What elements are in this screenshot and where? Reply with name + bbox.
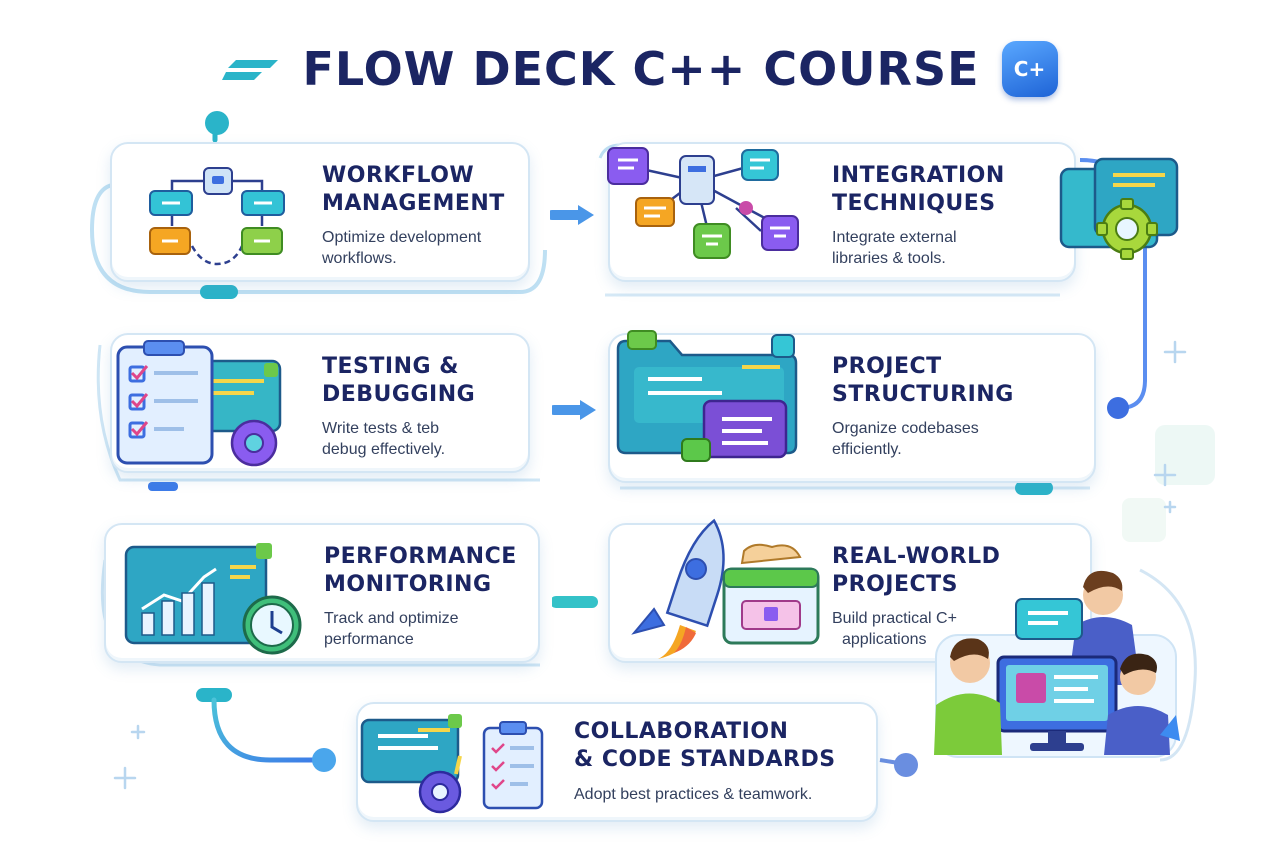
cpp-logo-icon: C+ xyxy=(1001,41,1058,97)
module-desc-workflow-1: Optimize development xyxy=(322,229,482,246)
module-desc-realworld-2: applications xyxy=(842,631,927,648)
module-title-structuring-1: PROJECT xyxy=(832,354,942,379)
flowchart-icon xyxy=(149,167,285,266)
module-title-collaboration-2: & CODE STANDARDS xyxy=(574,747,836,772)
module-card-workflow[interactable]: WORKFLOW MANAGEMENT Optimize development… xyxy=(110,142,530,282)
module-title-workflow-1: WORKFLOW xyxy=(322,163,475,188)
module-title-collaboration-1: COLLABORATION xyxy=(574,719,789,744)
module-desc-structuring-2: efficiently. xyxy=(832,441,902,458)
module-desc-realworld-1: Build practical C+ xyxy=(832,610,957,627)
network-nodes-icon xyxy=(607,147,799,259)
cpp-badge-label: C+ xyxy=(1013,57,1046,81)
module-card-collaboration[interactable]: COLLABORATION & CODE STANDARDS Adopt bes… xyxy=(356,702,878,822)
module-title-integration-2: TECHNIQUES xyxy=(832,191,996,216)
module-desc-integration-2: libraries & tools. xyxy=(832,250,946,267)
module-desc-performance-1: Track and optimize xyxy=(324,610,459,627)
module-title-testing-2: DEBUGGING xyxy=(322,382,476,407)
module-title-testing-1: TESTING & xyxy=(322,354,459,379)
module-desc-structuring-1: Organize codebases xyxy=(832,420,979,437)
course-header: FLOW DECK C++ COURSE C+ xyxy=(0,34,1280,104)
module-title-performance-2: MONITORING xyxy=(324,572,492,597)
module-title-realworld-1: REAL-WORLD xyxy=(832,544,1001,569)
arrow-right-icon xyxy=(552,596,598,608)
module-card-integration[interactable]: INTEGRATION TECHNIQUES Integrate externa… xyxy=(607,142,1076,282)
arrow-right-icon xyxy=(550,205,594,225)
module-title-structuring-2: STRUCTURING xyxy=(832,382,1014,407)
module-desc-integration-1: Integrate external xyxy=(832,229,957,246)
module-title-performance-1: PERFORMANCE xyxy=(324,544,517,569)
module-desc-testing-1: Write tests & teb xyxy=(322,420,440,437)
page-title: FLOW DECK C++ COURSE xyxy=(302,42,980,96)
rocket-icon xyxy=(631,518,820,659)
folder-gear-icon xyxy=(1059,157,1179,260)
module-desc-workflow-2: workflows. xyxy=(322,250,397,267)
checklist-gear-icon xyxy=(116,340,282,467)
module-card-testing[interactable]: TESTING & DEBUGGING Write tests & teb de… xyxy=(110,333,530,473)
speed-stripes-icon xyxy=(222,60,279,80)
arrow-right-icon xyxy=(552,400,596,420)
chart-stopwatch-icon xyxy=(124,543,302,655)
module-desc-collaboration-1: Adopt best practices & teamwork. xyxy=(574,786,813,803)
module-desc-testing-2: debug effectively. xyxy=(322,441,446,458)
module-card-performance[interactable]: PERFORMANCE MONITORING Track and optimiz… xyxy=(104,523,540,663)
module-title-realworld-2: PROJECTS xyxy=(832,572,958,597)
clipboard-gear-icon xyxy=(360,714,544,814)
developer-team-icon xyxy=(934,570,1180,758)
module-title-integration-1: INTEGRATION xyxy=(832,163,1005,188)
module-card-structuring[interactable]: PROJECT STRUCTURING Organize codebases e… xyxy=(608,330,1096,483)
module-desc-performance-2: performance xyxy=(324,631,414,648)
module-title-workflow-2: MANAGEMENT xyxy=(322,191,505,216)
folder-code-icon xyxy=(616,330,798,462)
